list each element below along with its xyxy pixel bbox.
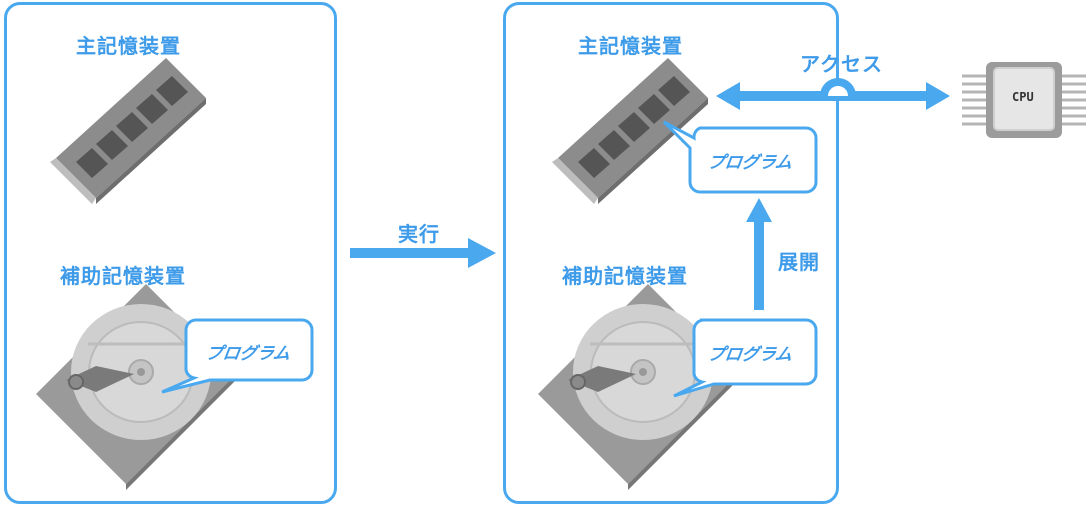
main-memory-label: 主記憶装置 xyxy=(578,34,683,58)
expand-label: 展開 xyxy=(778,250,820,274)
ram-module-icon xyxy=(552,58,708,204)
program-bubble xyxy=(662,120,818,194)
program-bubble xyxy=(161,318,314,394)
program-label: プログラム xyxy=(204,344,292,364)
ram-module-icon xyxy=(50,58,206,204)
access-label: アクセス xyxy=(800,52,883,76)
cpu-label: CPU xyxy=(1012,90,1034,104)
program-label: プログラム xyxy=(706,153,794,173)
access-arrow xyxy=(716,78,950,110)
aux-storage-label: 補助記憶装置 xyxy=(562,264,688,288)
program-bubble xyxy=(673,318,818,398)
execute-arrow xyxy=(350,238,496,268)
program-label: プログラム xyxy=(706,345,794,365)
cpu-chip-icon xyxy=(962,62,1086,138)
expand-arrow xyxy=(746,198,772,310)
aux-storage-label: 補助記憶装置 xyxy=(60,264,186,288)
execute-label: 実行 xyxy=(398,222,440,246)
main-memory-label: 主記憶装置 xyxy=(76,34,181,58)
hard-disk-icon xyxy=(34,282,238,492)
